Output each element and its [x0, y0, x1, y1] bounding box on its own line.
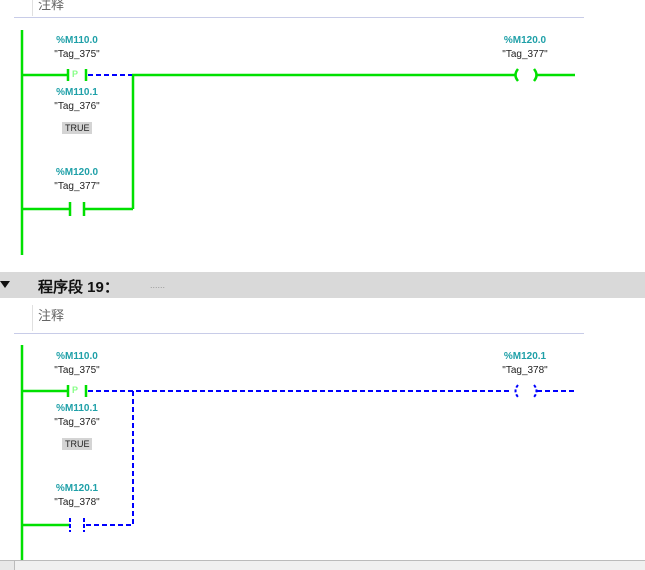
contact-tag[interactable]: "Tag_375": [54, 365, 100, 376]
status-value: TRUE: [62, 438, 92, 450]
horizontal-scrollbar[interactable]: [0, 560, 645, 570]
contact-tag[interactable]: "Tag_378": [54, 497, 100, 508]
no-contact-icon: [69, 518, 85, 532]
contact-address[interactable]: %M110.0: [56, 351, 98, 362]
edge-memory-address[interactable]: %M110.1: [56, 403, 98, 414]
contact-address[interactable]: %M110.0: [56, 35, 98, 46]
coil-icon: [514, 68, 538, 82]
network19-header[interactable]: 程序段 19： ......: [0, 272, 645, 298]
coil-icon: [514, 384, 538, 398]
collapse-triangle-icon[interactable]: [0, 281, 10, 288]
divider: [14, 17, 584, 18]
scrollbar-thumb[interactable]: [14, 561, 645, 570]
contact-address[interactable]: %M120.0: [55, 167, 99, 178]
network-title-input[interactable]: ......: [150, 280, 166, 290]
coil-address[interactable]: %M120.1: [503, 351, 547, 362]
p-contact-icon: [66, 69, 88, 81]
contact-tag[interactable]: "Tag_377": [54, 181, 100, 192]
divider: [14, 333, 584, 334]
coil-tag[interactable]: "Tag_377": [502, 49, 548, 60]
p-edge-label: P: [72, 69, 79, 79]
coil-tag[interactable]: "Tag_378": [502, 365, 548, 376]
p-contact-icon: [66, 385, 88, 397]
coil-address[interactable]: %M120.0: [503, 35, 547, 46]
network-title: 程序段 19：: [38, 279, 119, 296]
network19-comment[interactable]: 注释: [32, 305, 583, 331]
p-edge-label: P: [72, 385, 79, 395]
contact-tag[interactable]: "Tag_375": [54, 49, 100, 60]
no-contact-icon: [68, 202, 86, 216]
edge-memory-tag[interactable]: "Tag_376": [54, 417, 100, 428]
network18-comment[interactable]: 注释: [32, 0, 583, 16]
edge-memory-address[interactable]: %M110.1: [56, 87, 98, 98]
contact-address[interactable]: %M120.1: [55, 483, 99, 494]
status-value: TRUE: [62, 122, 92, 134]
edge-memory-tag[interactable]: "Tag_376": [54, 101, 100, 112]
